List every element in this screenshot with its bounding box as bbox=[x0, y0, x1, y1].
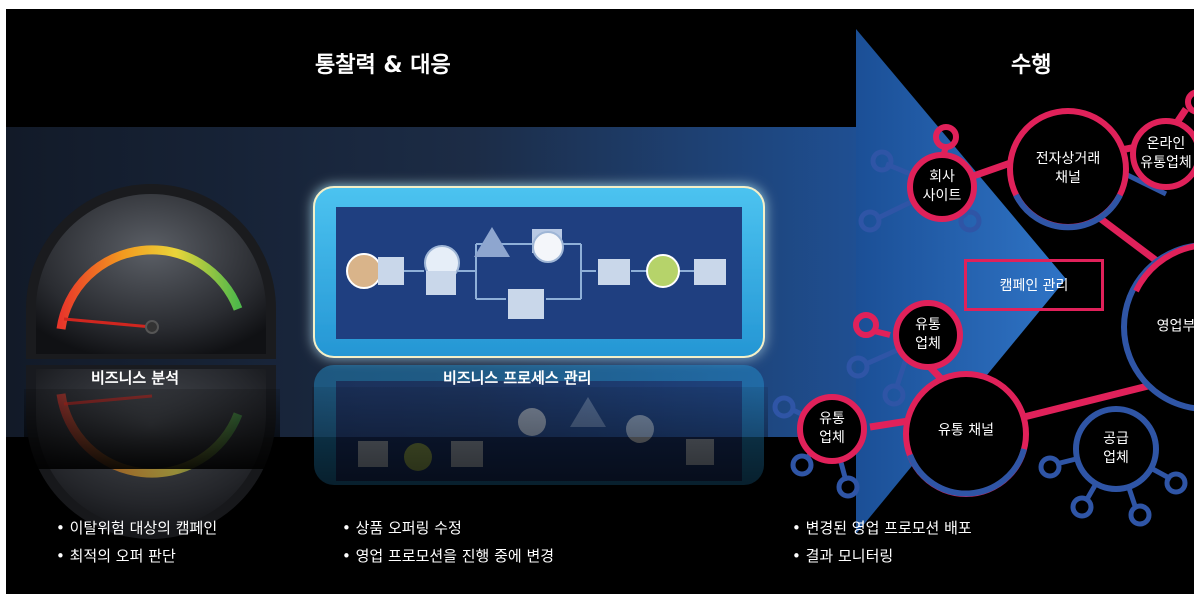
node-distributor-2: 유통 업체 bbox=[819, 411, 845, 446]
decision-icon bbox=[474, 227, 510, 257]
hub-circles bbox=[797, 108, 1194, 497]
process-box-6 bbox=[694, 259, 726, 285]
node-ecommerce-channel: 전자상거래 채널 bbox=[1035, 151, 1101, 186]
bullets-execution: • 변경된 영업 프로모션 배포 • 결과 모니터링 bbox=[792, 514, 972, 570]
node-distributor-1: 유통 업체 bbox=[915, 317, 941, 352]
bullet-item: • 이탈위험 대상의 캠페인 bbox=[56, 519, 218, 537]
clock-icon bbox=[532, 231, 564, 263]
bullet-item: • 상품 오퍼링 수정 bbox=[342, 519, 462, 537]
slide-graphics bbox=[6, 29, 1194, 539]
node-supplier: 공급 업체 bbox=[1103, 431, 1129, 466]
network-leaf-nodes-blue bbox=[772, 149, 1188, 527]
speedometer-icon bbox=[24, 184, 280, 539]
process-box-5 bbox=[598, 259, 630, 285]
slide: 통찰력 & 대응 수행 비즈니스 분석 비즈니스 프로세스 관리 회사 사이트 … bbox=[6, 9, 1194, 594]
label-business-analytics: 비즈니스 분석 bbox=[91, 369, 180, 387]
person-icon bbox=[346, 253, 382, 289]
process-box-4 bbox=[508, 289, 544, 319]
heading-execution: 수행 bbox=[1011, 53, 1052, 78]
flow-arrow bbox=[856, 29, 1066, 534]
bullet-item: • 최적의 오퍼 판단 bbox=[56, 547, 176, 565]
node-distribution-channel: 유통 채널 bbox=[938, 422, 994, 439]
bullet-item: • 변경된 영업 프로모션 배포 bbox=[792, 519, 972, 537]
bullets-analytics: • 이탈위험 대상의 캠페인 • 최적의 오퍼 판단 bbox=[56, 514, 217, 570]
bullet-item: • 영업 프로모션을 진행 중에 변경 bbox=[342, 547, 555, 565]
process-box-1 bbox=[378, 257, 404, 285]
heading-integration: 통찰력 & 대응 bbox=[315, 53, 451, 78]
coupon-icon bbox=[646, 254, 680, 288]
bullet-item: • 결과 모니터링 bbox=[792, 547, 894, 565]
label-bpm: 비즈니스 프로세스 관리 bbox=[443, 369, 592, 387]
process-box-2 bbox=[426, 271, 456, 295]
node-sales-dept: 영업부 bbox=[1156, 318, 1194, 335]
node-online-retailer: 온라인 유통업체 bbox=[1140, 136, 1192, 171]
campaign-management-box: 캠페인 관리 bbox=[964, 259, 1104, 311]
bullets-bpm: • 상품 오퍼링 수정 • 영업 프로모션을 진행 중에 변경 bbox=[342, 514, 554, 570]
node-company-site: 회사 사이트 bbox=[922, 169, 962, 204]
